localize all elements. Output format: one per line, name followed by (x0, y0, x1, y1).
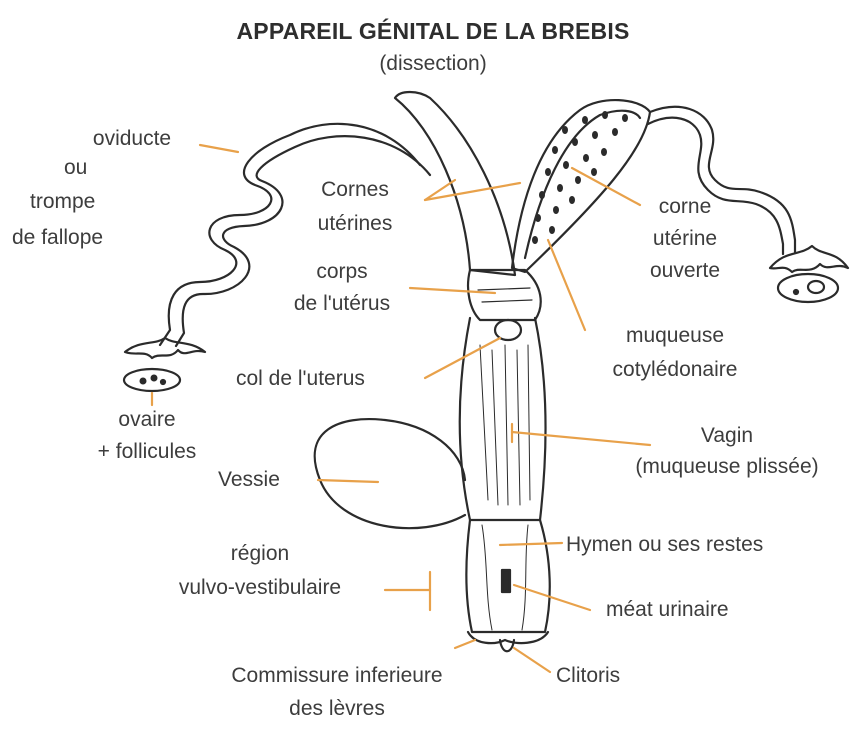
label-commissure-line1: Commissure inferieure (172, 662, 502, 689)
bladder-drawing (315, 419, 465, 528)
label-corne-ouverte-line2: utérine (625, 225, 745, 252)
label-muqueuse-line1: muqueuse (585, 322, 765, 349)
label-meat-urinaire: méat urinaire (606, 596, 729, 623)
label-muqueuse: muqueuse cotylédonaire (585, 322, 765, 383)
leader-muqueuse (548, 240, 585, 330)
label-region-line2: vulvo-vestibulaire (130, 574, 390, 601)
label-ovaire: ovaire + follicules (62, 406, 232, 465)
leader-corps (410, 288, 495, 293)
label-oviducte-line1: oviducte (42, 125, 222, 152)
label-oviducte-line3: trompe (30, 188, 95, 215)
vagina-drawing (460, 318, 546, 520)
label-commissure-line2: des lèvres (172, 695, 502, 722)
label-vessie: Vessie (218, 466, 280, 493)
label-region-line1: région (130, 540, 390, 567)
label-vagin-line2: (muqueuse plissée) (592, 453, 862, 480)
label-oviducte-line4: de fallope (12, 224, 103, 251)
label-oviducte: oviducte (42, 125, 222, 152)
label-ovaire-line2: + follicules (62, 438, 232, 465)
leader-hymen (500, 543, 562, 545)
leader-vessie (318, 480, 378, 482)
leader-clitoris (514, 648, 550, 672)
label-corne-ouverte: corne utérine ouverte (625, 193, 745, 284)
left-fimbria-drawing (125, 338, 205, 358)
cervix-drawing (495, 320, 521, 340)
right-fimbria-drawing (770, 246, 848, 272)
label-corne-ouverte-line3: ouverte (625, 257, 745, 284)
label-vagin-line1: Vagin (592, 422, 862, 449)
label-region: région vulvo-vestibulaire (130, 540, 390, 601)
diagram-subtitle: (dissection) (0, 52, 866, 76)
diagram-title: APPAREIL GÉNITAL DE LA BREBIS (0, 18, 866, 45)
label-col-uterus: col de l'uterus (236, 365, 365, 392)
label-vagin: Vagin (muqueuse plissée) (592, 422, 862, 480)
label-oviducte-line2: ou (64, 154, 87, 181)
leader-commissure (455, 640, 475, 648)
label-cornes-line1: Cornes (290, 176, 420, 203)
vaginal-folds-drawing (480, 345, 530, 505)
label-corps-uterus: corps de l'utérus (262, 258, 422, 317)
urinary-meatus-drawing (502, 570, 510, 592)
label-cornes-uterines: Cornes utérines (290, 176, 420, 237)
label-cornes-line2: utérines (290, 210, 420, 237)
label-corps-line1: corps (262, 258, 422, 285)
label-ovaire-line1: ovaire (62, 406, 232, 433)
label-corne-ouverte-line1: corne (625, 193, 745, 220)
label-hymen: Hymen ou ses restes (566, 531, 763, 558)
label-corps-line2: de l'utérus (262, 290, 422, 317)
uterus-body-drawing (468, 270, 541, 320)
label-muqueuse-line2: cotylédonaire (585, 356, 765, 383)
label-commissure: Commissure inferieure des lèvres (172, 662, 502, 722)
label-clitoris: Clitoris (556, 662, 620, 689)
